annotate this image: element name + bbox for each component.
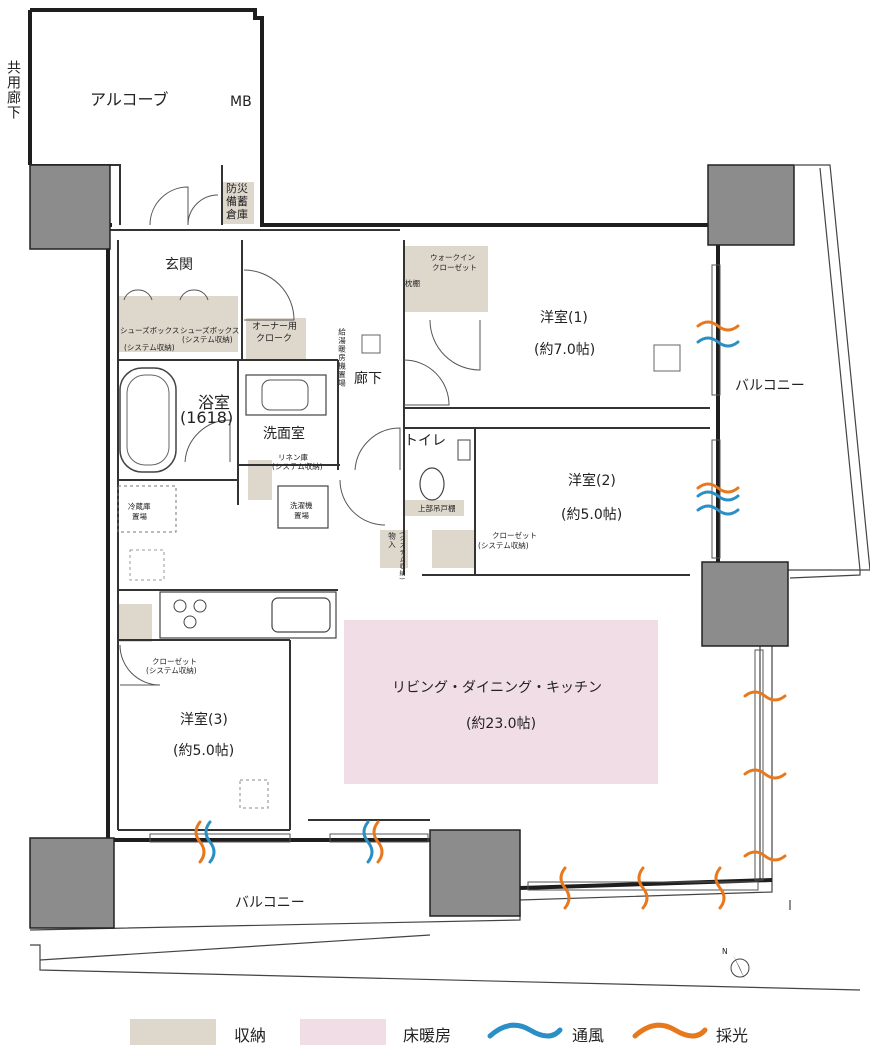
linen-label: リネン庫 xyxy=(278,453,308,462)
bedroom3-size: (約5.0帖) xyxy=(173,743,235,759)
upper-cabinet-label: 上部吊戸棚 xyxy=(418,504,456,513)
wash-basin xyxy=(245,374,327,416)
closet3-sub: (システム収納) xyxy=(146,666,197,675)
shoes-box-1-label: シューズボックス xyxy=(120,326,180,335)
legend-daylight-label: 採光 xyxy=(716,1026,749,1045)
legend-storage-label: 収納 xyxy=(234,1026,267,1045)
linen-sub: (システム収納) xyxy=(272,462,323,471)
bath-size: (1618) xyxy=(180,408,234,427)
disaster-storage-label: 防災備蓄倉庫 xyxy=(226,182,248,221)
storage-sys-sub: (システム収納) xyxy=(398,532,405,581)
balcony-right-label: バルコニー xyxy=(735,378,805,394)
structural-columns xyxy=(29,164,795,929)
kitchen-counter xyxy=(159,591,337,639)
legend-storage-swatch xyxy=(130,1019,216,1045)
washer-label: 洗濯機 xyxy=(290,501,313,510)
fridge-space xyxy=(117,485,177,533)
entrance-label: 玄関 xyxy=(165,257,193,273)
closet-sys-label: クローゼット xyxy=(492,531,537,540)
shelf-label: 枕棚 xyxy=(405,279,420,288)
inner-walls xyxy=(30,164,710,831)
hallway-label: 廊下 xyxy=(354,371,382,387)
storage-sys-label: 物入 xyxy=(387,532,397,549)
doors xyxy=(119,186,481,686)
north-label: N xyxy=(722,947,728,956)
toilet-bowl xyxy=(419,467,445,501)
shoes-box-1-sub: (システム収納) xyxy=(124,343,175,352)
ldk-size: (約23.0帖) xyxy=(465,716,537,732)
storage-areas xyxy=(118,182,488,642)
walk-in-label: ウォークイン xyxy=(430,253,475,262)
ldk-label: リビング・ダイニング・キッチン xyxy=(392,680,602,696)
fridge-label-2: 置場 xyxy=(132,512,147,521)
shoes-box-2-sub: (システム収納) xyxy=(182,335,233,344)
bath-label: 浴室 xyxy=(198,393,231,412)
legend-floor-heating-label: 床暖房 xyxy=(403,1026,452,1045)
daylight-marks xyxy=(194,320,787,910)
legend-daylight-swatch xyxy=(632,1022,708,1039)
owner-cloak-label: オーナー用 xyxy=(252,322,298,332)
bedroom1-size: (約7.0帖) xyxy=(534,342,596,358)
closet-sys-sub: (システム収納) xyxy=(478,541,529,550)
washroom-label: 洗面室 xyxy=(263,426,305,442)
ventilation-marks xyxy=(204,336,740,864)
north-arrow xyxy=(730,955,750,980)
legend-ventilation-label: 通風 xyxy=(572,1026,605,1045)
washer xyxy=(277,485,329,529)
shared-corridor-label: 共用廊下 xyxy=(5,60,21,120)
closet3-label: クローゼット xyxy=(152,657,197,666)
owner-cloak-label-2: クローク xyxy=(256,334,293,344)
walk-in-label-2: クローゼット xyxy=(432,263,477,272)
bedroom1-label: 洋室(1) xyxy=(540,310,588,326)
water-heater-label: 給湯暖房機置場 xyxy=(337,328,347,388)
balcony-bottom-label: バルコニー xyxy=(235,895,305,911)
toilet-label: トイレ xyxy=(404,433,446,449)
bedroom3-label: 洋室(3) xyxy=(180,712,228,728)
alcove-label: アルコーブ xyxy=(90,90,169,109)
fridge-label: 冷蔵庫 xyxy=(128,502,151,511)
legend-floor-heating-swatch xyxy=(300,1019,386,1045)
bedroom2-label: 洋室(2) xyxy=(568,473,616,489)
legend-ventilation-swatch xyxy=(487,1022,563,1039)
bedroom2-size: (約5.0帖) xyxy=(561,507,623,523)
bathtub xyxy=(119,367,177,473)
floor-heating-area xyxy=(344,620,658,784)
shoes-box-2-label: シューズボックス xyxy=(180,326,240,335)
mb-label: MB xyxy=(230,94,252,110)
washer-label-2: 置場 xyxy=(294,511,309,520)
